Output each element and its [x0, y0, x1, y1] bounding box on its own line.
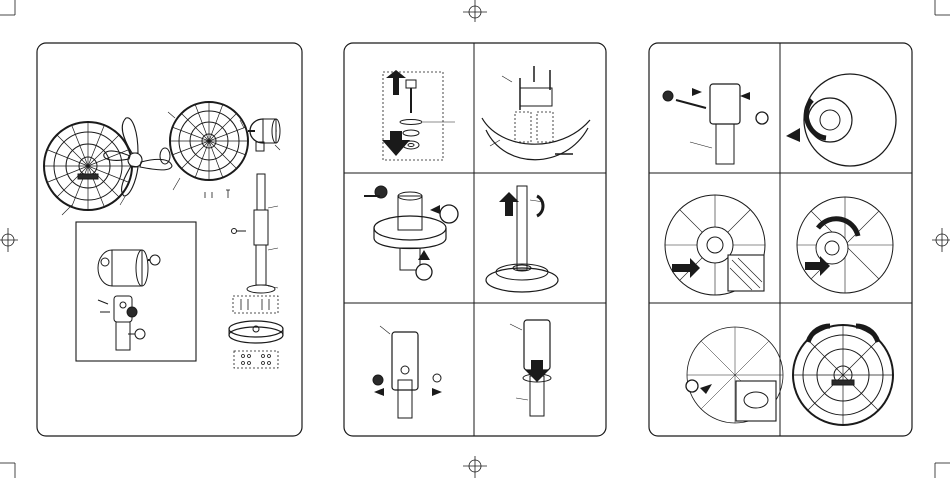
- screw-icon: [205, 190, 230, 198]
- step-panel-3-1: [663, 84, 768, 164]
- page-2-frame: [344, 43, 606, 436]
- arrow-icon: [525, 360, 549, 382]
- base-icon: [229, 321, 283, 343]
- arrow-icon: [537, 196, 543, 216]
- arrow-icon: [740, 92, 750, 100]
- inset-detail-box: [76, 222, 196, 361]
- step-panel-2-6: [510, 320, 551, 416]
- step-panel-2-5: [373, 326, 442, 418]
- arrow-icon: [382, 131, 410, 156]
- rear-grille: [170, 102, 248, 180]
- step-panel-3-5: [686, 327, 783, 423]
- spinner-nut: [160, 148, 170, 164]
- step-panel-2-2: [482, 66, 590, 160]
- arrow-icon: [692, 88, 702, 96]
- arrow-icon: [672, 258, 700, 278]
- arrow-icon: [386, 70, 406, 95]
- motor-icon: [248, 119, 280, 151]
- page-2-grid: [344, 43, 606, 436]
- page-3-grid: [649, 43, 912, 436]
- brand-badge: [78, 174, 98, 179]
- clamp-detail: [98, 296, 145, 350]
- arrow-icon: [700, 384, 712, 394]
- step-panel-3-4: [797, 197, 893, 293]
- registration-target-icon: [463, 0, 487, 22]
- hardware-box-2: [234, 351, 278, 368]
- step-panel-2-4: [486, 186, 558, 292]
- arrow-icon: [374, 388, 384, 396]
- arrow-icon: [499, 192, 519, 216]
- motor-detail: [98, 250, 160, 286]
- arrow-icon: [806, 100, 826, 138]
- step-panel-2-3: [364, 186, 458, 280]
- registration-target-icon: [932, 228, 950, 252]
- arrow-icon: [856, 326, 878, 342]
- step-panel-3-6: [793, 325, 893, 425]
- arrow-icon: [808, 326, 830, 342]
- registration-target-icon: [0, 228, 18, 252]
- page-1-frame: [37, 43, 302, 436]
- arrow-icon: [430, 205, 440, 214]
- pole-assembly: [232, 174, 276, 293]
- hardware-box-1: [233, 296, 278, 313]
- arrow-icon: [432, 388, 442, 396]
- step-panel-3-2: [786, 74, 896, 166]
- registration-target-icon: [463, 456, 487, 478]
- step-panel-3-3: [665, 195, 765, 295]
- step-panel-2-1: [382, 70, 455, 160]
- front-grille: [44, 122, 132, 210]
- arrow-icon: [786, 128, 800, 142]
